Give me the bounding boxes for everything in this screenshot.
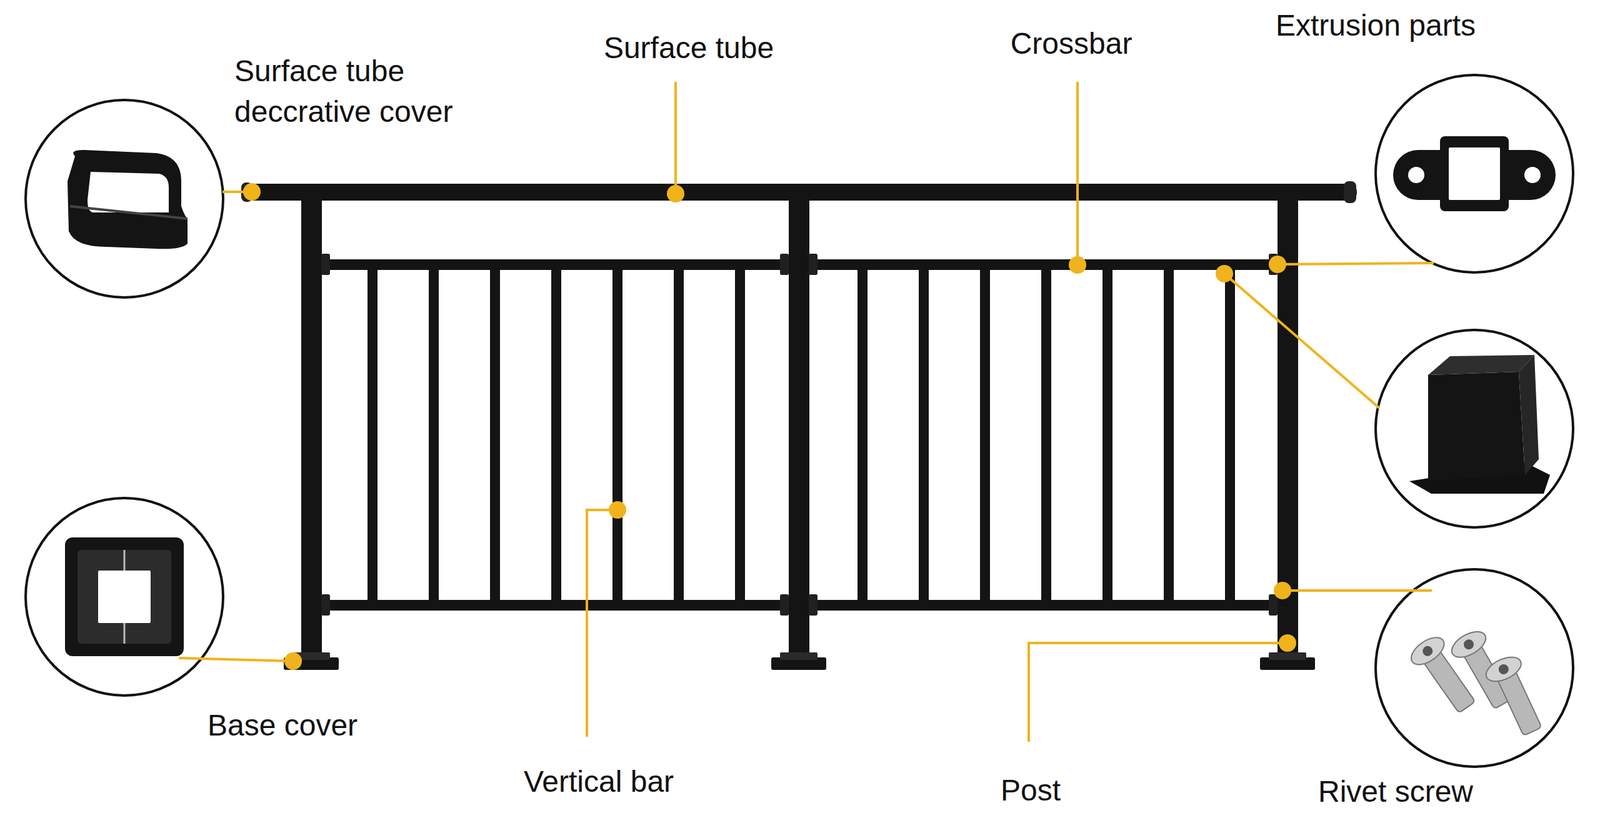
callout-circle — [25, 100, 224, 298]
leader-dot — [243, 183, 261, 201]
part-label: Rivet screw — [1318, 771, 1474, 813]
leader-dot — [284, 652, 302, 670]
part-label: Base cover — [207, 705, 358, 747]
leader-line — [1224, 273, 1380, 409]
base-cover-icon — [77, 550, 172, 644]
rivet-hex — [1420, 644, 1435, 659]
rivet-head — [1447, 626, 1490, 663]
base-cover-icon — [98, 570, 151, 624]
railing — [241, 181, 1357, 670]
vertical-bar — [918, 267, 929, 603]
rivet-hex — [1461, 637, 1476, 652]
vertical-bar — [612, 267, 623, 603]
crossbar-bracket — [780, 594, 789, 616]
leader-lines — [178, 81, 1434, 742]
leader-dot — [666, 185, 685, 203]
post — [788, 198, 810, 662]
callout-circle — [1375, 569, 1574, 767]
leader-line — [586, 510, 618, 737]
decorative-cover-icon — [70, 206, 188, 219]
vertical-bar — [428, 267, 439, 603]
part-label: Vertical bar — [523, 761, 674, 803]
post-cap-icon — [1518, 355, 1539, 475]
crossbar-bracket — [321, 253, 330, 275]
vertical-bar — [857, 267, 868, 603]
part-label: Extrusion parts — [1275, 5, 1476, 47]
leader-dot — [1215, 265, 1234, 283]
leader-dot — [1268, 255, 1287, 274]
crossbar-bracket — [780, 253, 789, 275]
crossbar-bracket — [808, 253, 818, 275]
leader-line — [1282, 589, 1432, 592]
post-cap-icon — [1428, 355, 1535, 375]
leader-line — [1076, 81, 1079, 265]
crossbar-bracket — [1268, 594, 1278, 616]
part-label: Crossbar — [1010, 23, 1133, 65]
callout-circle — [25, 498, 224, 696]
vertical-bar — [980, 267, 990, 603]
crossbar-bracket — [808, 594, 818, 616]
leader-line — [1028, 643, 1288, 742]
base-cover-icon — [65, 537, 184, 657]
vertical-bar — [367, 267, 378, 603]
crossbar-bracket — [321, 594, 330, 616]
part-circles — [25, 75, 1574, 767]
rivet-screw-icon — [1482, 652, 1550, 740]
vertical-bar — [1225, 267, 1235, 603]
vertical-bar — [1102, 267, 1113, 603]
vertical-bar — [490, 267, 500, 603]
leader-dot — [1068, 256, 1087, 274]
base-cover-icon — [123, 550, 126, 644]
extrusion-part-icon — [1448, 147, 1500, 200]
decorative-cover-icon — [87, 171, 169, 213]
base-plate-top — [780, 652, 818, 660]
vertical-bar — [1163, 267, 1174, 603]
leader-dot — [1278, 634, 1297, 652]
rivet-head — [1482, 652, 1525, 687]
surface-tube-end-cap — [1343, 181, 1357, 204]
callout-circle — [1375, 75, 1574, 273]
vertical-bar — [735, 267, 745, 603]
decorative-cover-icon — [67, 150, 188, 249]
leader-dot — [608, 501, 627, 519]
rivet-screw-icon — [1406, 631, 1483, 719]
part-label: Surface tube — [603, 28, 774, 69]
vertical-bar — [551, 267, 562, 603]
callout-circle — [1375, 330, 1574, 528]
leader-dot — [1273, 581, 1292, 600]
rivet-head — [1406, 631, 1450, 670]
extrusion-part-icon — [1440, 136, 1509, 212]
base-plate-top — [1268, 652, 1307, 660]
part-label: Post — [1000, 770, 1061, 812]
leader-line — [674, 81, 677, 194]
vertical-bar — [1041, 267, 1052, 603]
rivet-hex — [1496, 662, 1510, 676]
leader-line — [1277, 263, 1434, 265]
vertical-bar — [673, 267, 684, 603]
post-cap-icon — [1428, 371, 1525, 482]
part-label: Surface tube deccrative cover — [234, 51, 510, 133]
extrusion-part-icon — [1408, 166, 1425, 184]
surface-tube — [245, 183, 1357, 201]
post — [301, 198, 322, 662]
extrusion-part-icon — [1524, 166, 1541, 184]
leader-line — [178, 658, 294, 662]
